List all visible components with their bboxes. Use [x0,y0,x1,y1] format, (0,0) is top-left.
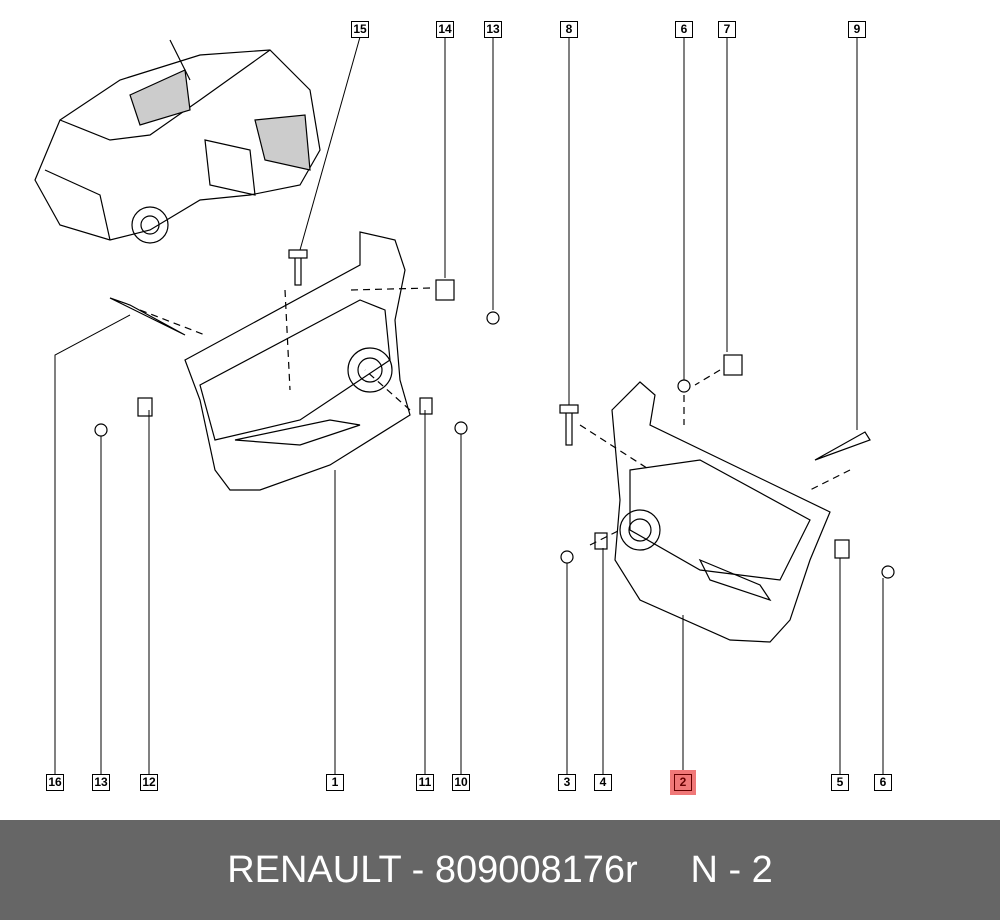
callout-16[interactable]: 16 [46,774,64,791]
callout-7[interactable]: 7 [718,21,736,38]
callout-1[interactable]: 1 [326,774,344,791]
callout-15[interactable]: 15 [351,21,369,38]
callout-13-bottom[interactable]: 13 [92,774,110,791]
callout-5[interactable]: 5 [831,774,849,791]
callout-3[interactable]: 3 [558,774,576,791]
leader-lines [54,36,884,774]
callout-10[interactable]: 10 [452,774,470,791]
callout-12[interactable]: 12 [140,774,158,791]
callout-2-highlighted[interactable]: 2 [670,770,696,795]
callout-8[interactable]: 8 [560,21,578,38]
callout-6-top[interactable]: 6 [675,21,693,38]
right-door-panel-part-2 [611,381,831,643]
callout-14[interactable]: 14 [436,21,454,38]
callout-6-bottom[interactable]: 6 [874,774,892,791]
callout-11[interactable]: 11 [416,774,434,791]
left-door-panel-part-1 [184,231,411,491]
callout-13-top[interactable]: 13 [484,21,502,38]
footer-part-label: RENAULT - 809008176r N - 2 [227,848,773,891]
parts-exploded-diagram [34,36,895,774]
assembly-dashed-lines [139,287,851,546]
callout-9[interactable]: 9 [848,21,866,38]
callout-4[interactable]: 4 [594,774,612,791]
fasteners [94,249,895,579]
footer-bar: RENAULT - 809008176r N - 2 [0,820,1000,920]
vehicle-overview-illustration [34,39,321,244]
